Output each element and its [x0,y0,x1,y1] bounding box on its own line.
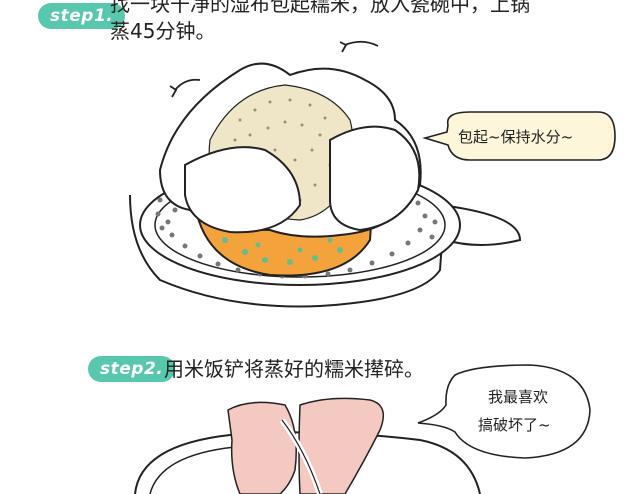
bubble2-text-line1: 我最喜欢 [488,388,549,406]
step1-text-line1: 找一块干净的湿布包起糯米，放入瓷碗中，上锅 [110,0,530,16]
speech-bubble-1 [422,111,616,161]
step2-text: 用米饭铲将蒸好的糯米撵碎。 [164,357,424,381]
speech-bubble-2 [417,364,591,459]
steamer-handle [439,204,522,246]
bubble2-text-line2: 搞破坏了~ [478,416,551,434]
motion-arrow-right [344,40,379,47]
step1-badge: step1. [38,3,126,29]
step2-badge: step2. [88,356,176,382]
steamer-holes [155,197,438,279]
bowl-dots [222,237,343,265]
motion-arrow-left [174,78,201,91]
step1-text-line2: 蒸45分钟。 [110,19,216,43]
spatula [227,401,297,494]
steamer-pot [129,194,446,308]
bubble1-text: 包起~保持水分~ [458,128,574,146]
